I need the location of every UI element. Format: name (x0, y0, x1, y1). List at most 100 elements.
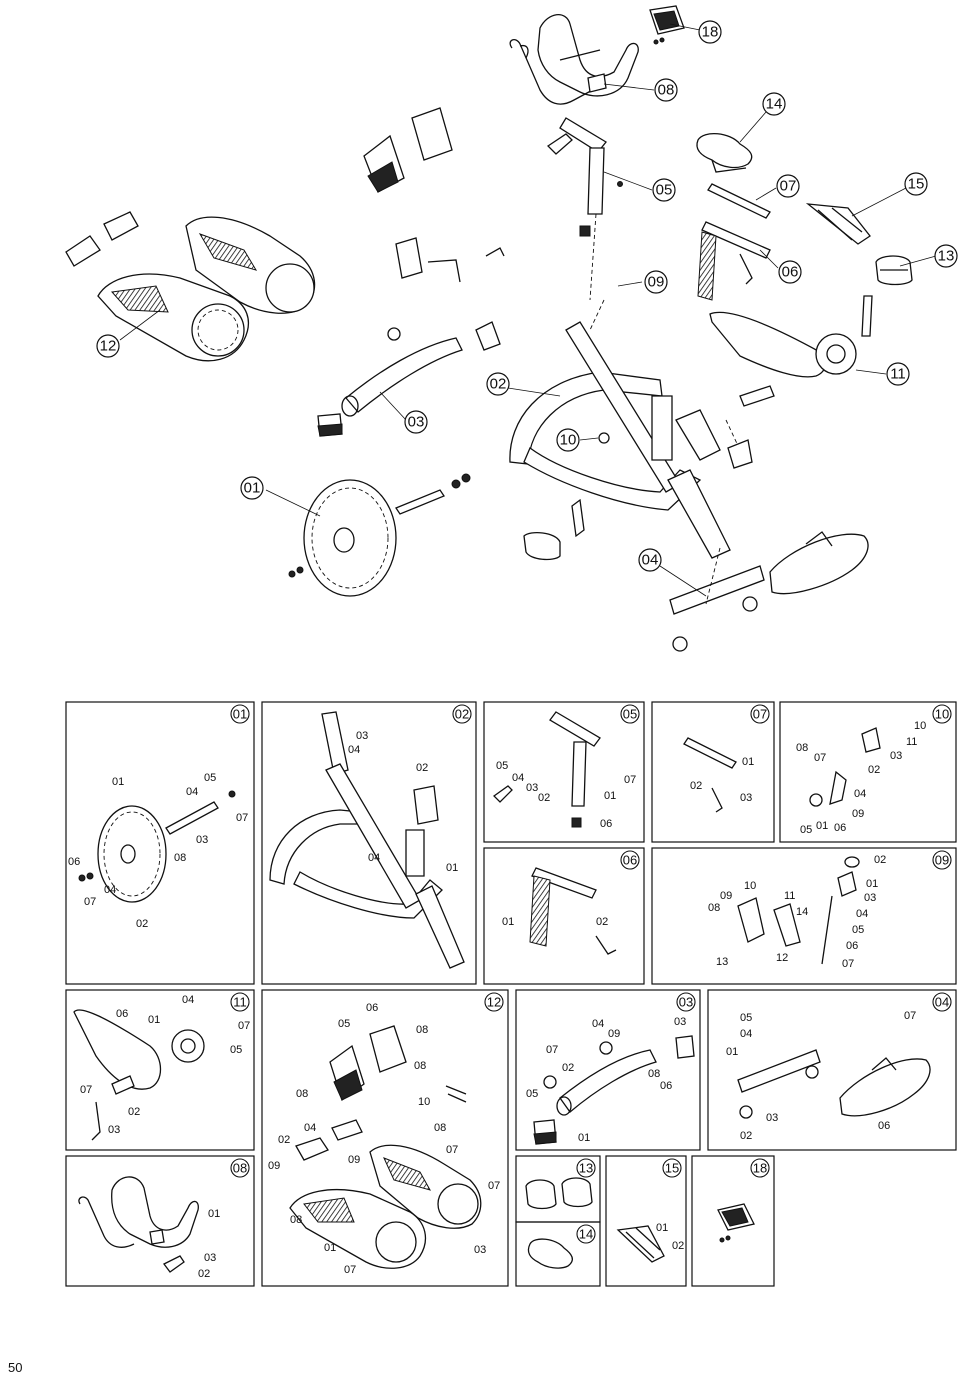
svg-text:01: 01 (244, 480, 261, 497)
svg-text:02: 02 (136, 918, 148, 930)
svg-text:11: 11 (784, 890, 795, 902)
svg-text:07: 07 (546, 1044, 558, 1056)
svg-text:04: 04 (935, 995, 949, 1010)
belt-pulley-part (709, 311, 857, 407)
svg-text:01: 01 (604, 790, 616, 802)
detail-panel-02: 02 03 04 02 04 01 (261, 701, 477, 985)
detail-panel-18: 18 (691, 1155, 775, 1287)
detail-panel-09: 09 02 01 10 09 11 03 08 14 04 05 06 13 1… (651, 847, 957, 985)
panel-badge-13: 13 (576, 1158, 596, 1178)
svg-text:10: 10 (744, 880, 756, 892)
svg-text:06: 06 (846, 940, 858, 952)
detail-panel-04: 04 05 07 04 01 03 02 06 (707, 989, 957, 1151)
svg-text:09: 09 (852, 808, 864, 820)
svg-text:04: 04 (592, 1018, 604, 1030)
svg-text:05: 05 (656, 182, 673, 199)
crossbar-part (317, 321, 501, 437)
svg-text:07: 07 (780, 178, 797, 195)
svg-text:03: 03 (674, 1016, 686, 1028)
main-exploded-view: 18 08 14 05 07 15 09 06 13 12 03 02 11 1… (65, 5, 958, 652)
pedal-right-part (861, 255, 913, 337)
svg-text:11: 11 (906, 736, 917, 748)
svg-text:05: 05 (204, 772, 216, 784)
svg-text:05: 05 (338, 1018, 350, 1030)
svg-text:06: 06 (782, 264, 799, 281)
panel-10-callouts: 10 08 07 11 03 02 04 09 05 01 06 (796, 720, 926, 836)
svg-text:02: 02 (490, 376, 507, 393)
panel-06-callouts: 01 02 (502, 916, 608, 928)
main-frame-part (509, 299, 753, 559)
svg-text:02: 02 (596, 916, 608, 928)
svg-text:08: 08 (708, 902, 720, 914)
svg-text:02: 02 (128, 1106, 140, 1118)
svg-text:03: 03 (679, 995, 693, 1010)
svg-text:04: 04 (186, 786, 198, 798)
svg-text:04: 04 (512, 772, 524, 784)
svg-text:04: 04 (304, 1122, 316, 1134)
detail-panel-12: 12 06 05 08 08 08 10 04 08 02 (261, 989, 509, 1287)
crank-part (523, 432, 610, 561)
svg-text:02: 02 (672, 1240, 684, 1252)
svg-text:08: 08 (658, 82, 675, 99)
detail-panel-14: 14 (515, 1221, 601, 1287)
flywheel-part (288, 473, 471, 597)
svg-text:13: 13 (938, 248, 955, 265)
svg-text:14: 14 (766, 96, 783, 113)
panel-badge-09: 09 (932, 850, 952, 870)
panel-badge-10: 10 (932, 704, 952, 724)
callout-12: 12 (96, 334, 120, 358)
saddle-part (696, 133, 753, 173)
svg-text:06: 06 (660, 1080, 672, 1092)
svg-text:02: 02 (416, 762, 428, 774)
svg-text:03: 03 (740, 792, 752, 804)
callout-15: 15 (904, 172, 928, 196)
svg-text:03: 03 (408, 414, 425, 431)
panel-badge-02: 02 (452, 704, 472, 724)
svg-text:03: 03 (108, 1124, 120, 1136)
panel-12-callouts: 06 05 08 08 08 10 04 08 02 07 09 09 07 0… (268, 1002, 500, 1276)
stabilizer-part (669, 531, 869, 652)
svg-text:07: 07 (238, 1020, 250, 1032)
svg-text:03: 03 (864, 892, 876, 904)
detail-panels: 01 01 05 04 07 03 08 06 04 07 02 (65, 701, 957, 1287)
svg-text:06: 06 (878, 1120, 890, 1132)
callout-06: 06 (778, 260, 802, 284)
svg-text:05: 05 (852, 924, 864, 936)
svg-text:02: 02 (538, 792, 550, 804)
svg-text:01: 01 (148, 1014, 160, 1026)
svg-text:01: 01 (866, 878, 878, 890)
svg-text:11: 11 (233, 995, 247, 1010)
svg-text:08: 08 (414, 1060, 426, 1072)
svg-text:07: 07 (236, 812, 248, 824)
svg-text:13: 13 (579, 1161, 593, 1176)
svg-text:14: 14 (579, 1227, 593, 1242)
svg-text:15: 15 (908, 176, 925, 193)
svg-text:07: 07 (488, 1180, 500, 1192)
panel-01-callouts: 01 05 04 07 03 08 06 04 07 02 (68, 772, 248, 930)
detail-panel-05: 05 05 04 03 02 07 01 06 (483, 701, 645, 843)
svg-text:06: 06 (68, 856, 80, 868)
panel-15-callouts: 01 02 (656, 1222, 684, 1252)
svg-text:02: 02 (740, 1130, 752, 1142)
svg-text:02: 02 (690, 780, 702, 792)
svg-text:03: 03 (204, 1252, 216, 1264)
panel-badge-14: 14 (576, 1224, 596, 1244)
svg-text:09: 09 (720, 890, 732, 902)
panel-badge-18: 18 (750, 1158, 770, 1178)
svg-text:04: 04 (740, 1028, 752, 1040)
svg-text:13: 13 (716, 956, 728, 968)
svg-text:01: 01 (502, 916, 514, 928)
callout-10: 10 (556, 428, 580, 452)
svg-text:08: 08 (233, 1161, 247, 1176)
svg-text:07: 07 (84, 896, 96, 908)
svg-text:07: 07 (344, 1264, 356, 1276)
svg-text:03: 03 (196, 834, 208, 846)
svg-text:07: 07 (446, 1144, 458, 1156)
svg-text:10: 10 (560, 432, 577, 449)
callout-18: 18 (698, 20, 722, 44)
svg-text:04: 04 (368, 852, 380, 864)
svg-text:08: 08 (648, 1068, 660, 1080)
seat-slide-part (707, 183, 771, 219)
svg-text:01: 01 (578, 1132, 590, 1144)
svg-text:04: 04 (348, 744, 360, 756)
